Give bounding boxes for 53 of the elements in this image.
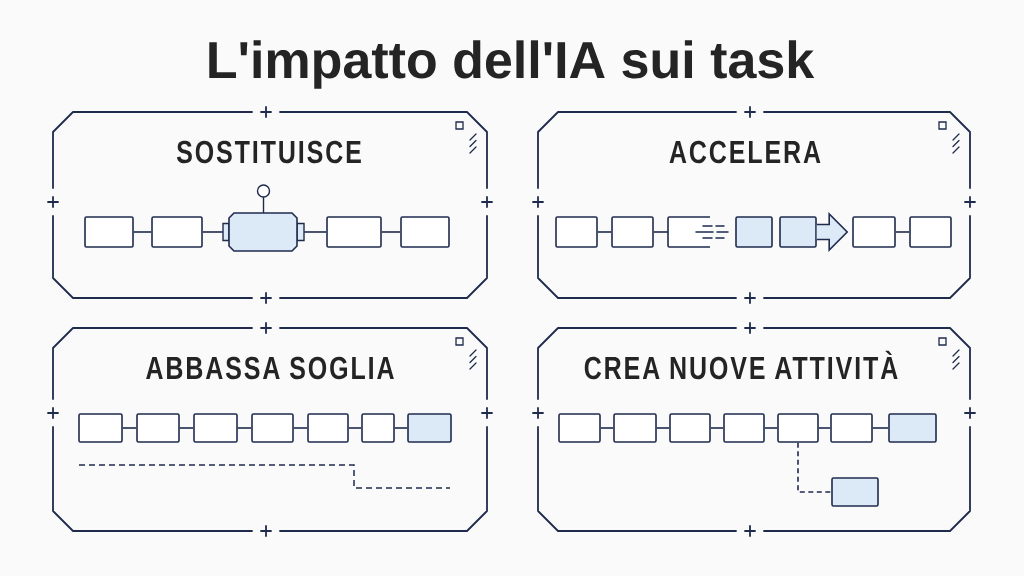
task-box [558,413,601,443]
connector-line [179,427,194,429]
connector-line [656,427,670,429]
connector-line [394,427,408,429]
connector-line [381,231,401,233]
panel: ACCELERA [532,106,976,304]
connector-line [303,231,327,233]
connector-line [293,427,308,429]
task-box [407,413,452,443]
connector-line [895,231,910,233]
task-box [307,413,349,443]
task-box [852,216,896,248]
task-box [909,216,952,248]
task-box [735,216,773,248]
connector-line [818,427,831,429]
connector-line [133,231,152,233]
task-box [555,216,598,248]
dashed-connector [797,442,832,493]
connector-line [122,427,137,429]
title: L'impatto dell'IA sui task [209,40,815,89]
task-box [84,216,134,248]
connector-line [710,427,724,429]
block-arrow [816,212,849,252]
task-box [669,413,711,443]
task-box [151,216,203,248]
task-box [193,413,238,443]
task-box [888,413,937,443]
panel: SOSTITUISCE [47,106,493,304]
task-box [251,413,294,443]
panel: ABBASSA SOGLIA [47,322,493,537]
connector-line [348,427,362,429]
task-box [830,413,873,443]
connector-line [764,427,778,429]
task-box [831,477,879,507]
task-box [611,216,654,248]
task-box [779,216,817,248]
connector-line [237,427,252,429]
robot [222,184,305,252]
task-box [400,216,450,248]
task-box [78,413,123,443]
task-box [777,413,819,443]
connector-line [600,427,614,429]
panel: CREA NUOVE ATTIVITÀ [532,322,976,537]
connector-line [653,231,669,233]
connector-line [597,231,612,233]
connector-line [202,231,224,233]
task-box [723,413,765,443]
task-box [136,413,180,443]
task-box [361,413,395,443]
connector-line [872,427,889,429]
task-box [667,216,711,248]
task-box [326,216,382,248]
task-box [613,413,657,443]
